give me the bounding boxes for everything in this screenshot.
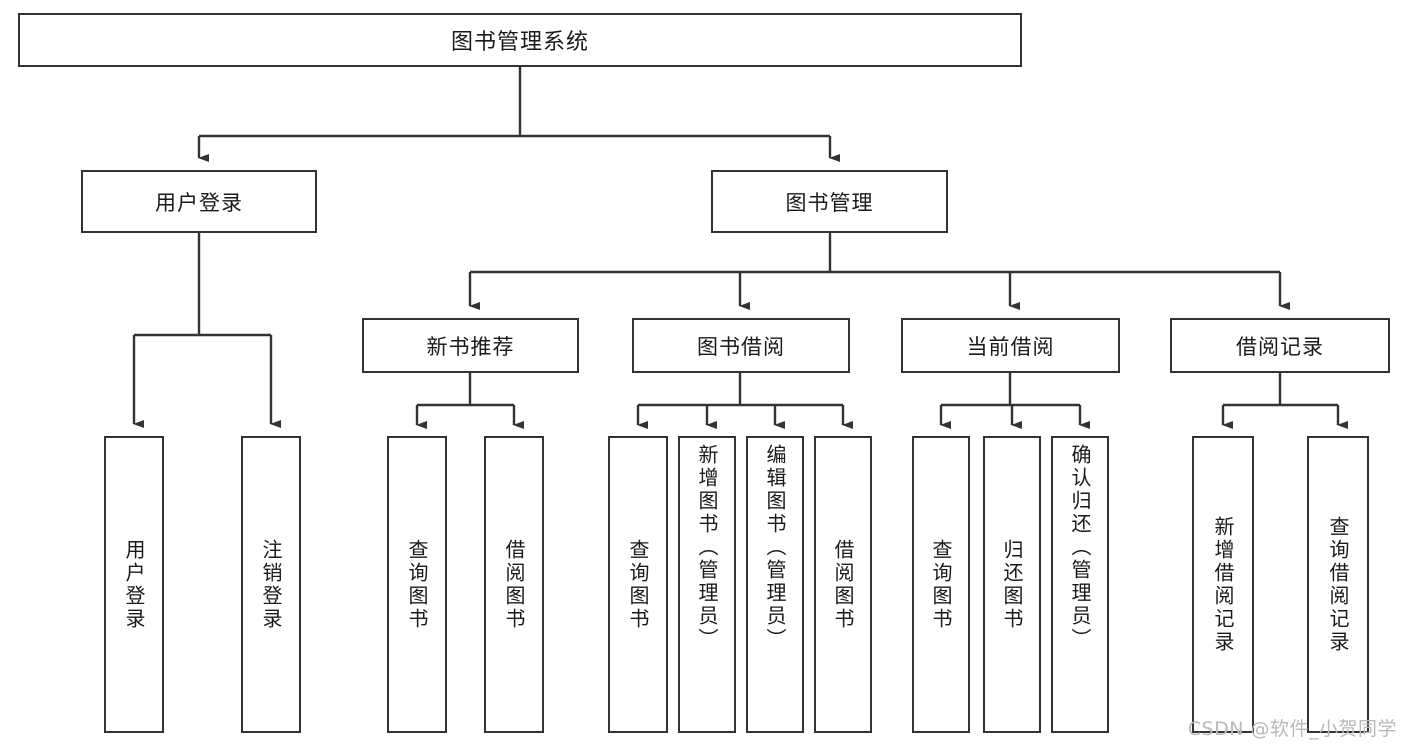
leaf-borrow-book-1[interactable]: 借阅图书 xyxy=(484,436,544,733)
leaf-add-record[interactable]: 新增借阅记录 xyxy=(1192,436,1254,733)
leaf-query-book-2-label: 查询图书 xyxy=(626,538,650,631)
leaf-query-record-label: 查询借阅记录 xyxy=(1326,515,1350,654)
leaf-borrow-book-2-label: 借阅图书 xyxy=(831,538,855,631)
leaf-user-logout[interactable]: 注销登录 xyxy=(241,436,301,733)
leaf-edit-book-label: 编辑图书（管理员） xyxy=(763,444,787,651)
leaf-user-login-label: 用户登录 xyxy=(122,538,146,631)
node-borrow-record[interactable]: 借阅记录 xyxy=(1170,318,1390,373)
leaf-add-record-label: 新增借阅记录 xyxy=(1211,515,1235,654)
leaf-edit-book[interactable]: 编辑图书（管理员） xyxy=(746,436,804,733)
leaf-confirm-return-label: 确认归还（管理员） xyxy=(1068,444,1092,651)
leaf-user-logout-label: 注销登录 xyxy=(259,538,283,631)
leaf-return-book-label: 归还图书 xyxy=(1000,538,1024,631)
node-current-borrow[interactable]: 当前借阅 xyxy=(901,318,1120,373)
current-borrow-to-leaves-connectors xyxy=(939,373,1090,429)
node-book-borrow[interactable]: 图书借阅 xyxy=(632,318,850,373)
new-book-recommend-to-leaves-connectors xyxy=(415,373,524,429)
node-root-label: 图书管理系统 xyxy=(450,30,589,55)
node-book-manage[interactable]: 图书管理 xyxy=(711,170,948,233)
leaf-query-book-3[interactable]: 查询图书 xyxy=(912,436,970,733)
node-book-borrow-label: 图书借阅 xyxy=(697,334,785,359)
node-new-book-recommend[interactable]: 新书推荐 xyxy=(362,318,579,373)
node-new-book-recommend-label: 新书推荐 xyxy=(426,334,515,359)
user-login-to-leaves-connectors xyxy=(132,233,281,428)
leaf-add-book[interactable]: 新增图书（管理员） xyxy=(678,436,736,733)
leaf-confirm-return[interactable]: 确认归还（管理员） xyxy=(1051,436,1109,733)
node-borrow-record-label: 借阅记录 xyxy=(1236,334,1324,359)
leaf-query-book-3-label: 查询图书 xyxy=(929,538,953,631)
leaf-query-book-2[interactable]: 查询图书 xyxy=(608,436,668,733)
leaf-borrow-book-1-label: 借阅图书 xyxy=(502,538,526,631)
leaf-query-book-1-label: 查询图书 xyxy=(405,538,429,631)
leaf-query-book-1[interactable]: 查询图书 xyxy=(387,436,447,733)
leaf-borrow-book-2[interactable]: 借阅图书 xyxy=(814,436,872,733)
node-user-login[interactable]: 用户登录 xyxy=(81,170,317,233)
node-current-borrow-label: 当前借阅 xyxy=(966,334,1055,359)
leaf-user-login[interactable]: 用户登录 xyxy=(104,436,164,733)
root-to-level2-connectors xyxy=(197,67,840,162)
borrow-record-to-leaves-connectors xyxy=(1221,373,1348,429)
csdn-watermark: CSDN @软件_小贺同学 xyxy=(1187,718,1397,740)
node-root[interactable]: 图书管理系统 xyxy=(18,13,1022,67)
book-borrow-to-leaves-connectors xyxy=(636,373,853,429)
leaf-query-record[interactable]: 查询借阅记录 xyxy=(1307,436,1369,733)
leaf-add-book-label: 新增图书（管理员） xyxy=(695,444,719,651)
node-book-manage-label: 图书管理 xyxy=(785,190,874,215)
leaf-return-book[interactable]: 归还图书 xyxy=(983,436,1041,733)
book-manage-to-level3-connectors xyxy=(468,233,1290,310)
node-user-login-label: 用户登录 xyxy=(155,190,243,215)
